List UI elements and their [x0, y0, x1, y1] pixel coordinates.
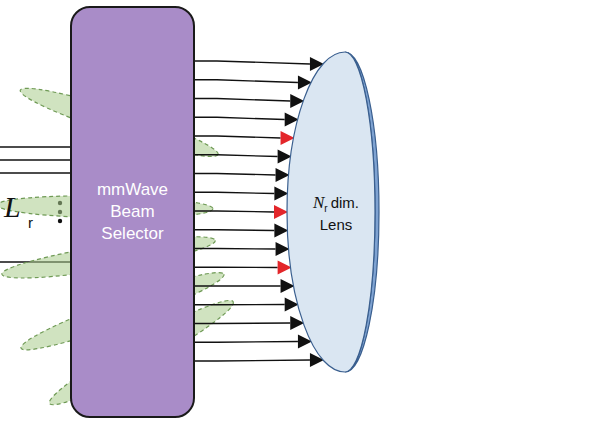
feed-wire [195, 285, 281, 286]
feed-line [195, 113, 299, 127]
input-line [0, 172, 70, 174]
beam-selector-box: mmWave Beam Selector [70, 6, 195, 418]
feed-line [195, 168, 290, 182]
feed-wire [195, 211, 274, 212]
feed-line [195, 205, 288, 219]
antenna-element [274, 205, 288, 219]
feed-wire [195, 99, 290, 102]
antenna-element [274, 187, 288, 201]
feed-wire [195, 117, 285, 119]
lens-label: Nrdim. Lens [305, 192, 367, 235]
feed-line [195, 316, 304, 330]
input-line [0, 159, 70, 161]
antenna-element [276, 168, 290, 182]
feed-wire [195, 80, 298, 83]
subscript: r [28, 214, 33, 231]
feed-wire [195, 136, 281, 138]
symbol: N [313, 193, 324, 212]
feed-line [195, 94, 304, 108]
feed-line [195, 335, 312, 349]
feed-wire [195, 248, 276, 250]
feed-wire [195, 322, 290, 324]
feed-line [195, 298, 299, 312]
feed-line [195, 57, 324, 71]
antenna-element [276, 242, 290, 256]
feed-line [195, 242, 290, 256]
symbol: L [4, 190, 21, 224]
lens: Nrdim. Lens [285, 50, 390, 376]
feed-wire [195, 304, 285, 306]
antenna-element [274, 224, 288, 238]
lens-body [287, 52, 375, 372]
feed-line [195, 150, 292, 164]
lens-outline [285, 50, 390, 376]
feed-wire [195, 229, 274, 231]
feed-line [195, 76, 312, 90]
feed-line [195, 131, 295, 145]
feed-line [195, 279, 295, 293]
feed-wire [195, 360, 310, 361]
subscript: r [324, 203, 327, 214]
feed-wire [195, 155, 278, 157]
feed-wire [195, 174, 276, 176]
input-line [0, 146, 70, 148]
feed-line [195, 224, 288, 238]
feed-wire [195, 61, 310, 64]
dot [58, 219, 62, 223]
box-title: mmWave Beam Selector [88, 179, 178, 245]
feed-line [195, 187, 288, 201]
feed-wire [195, 192, 274, 193]
feed-line [195, 261, 292, 275]
feed-wire [195, 267, 278, 269]
feed-wire [195, 341, 298, 343]
feed-line [195, 353, 324, 367]
